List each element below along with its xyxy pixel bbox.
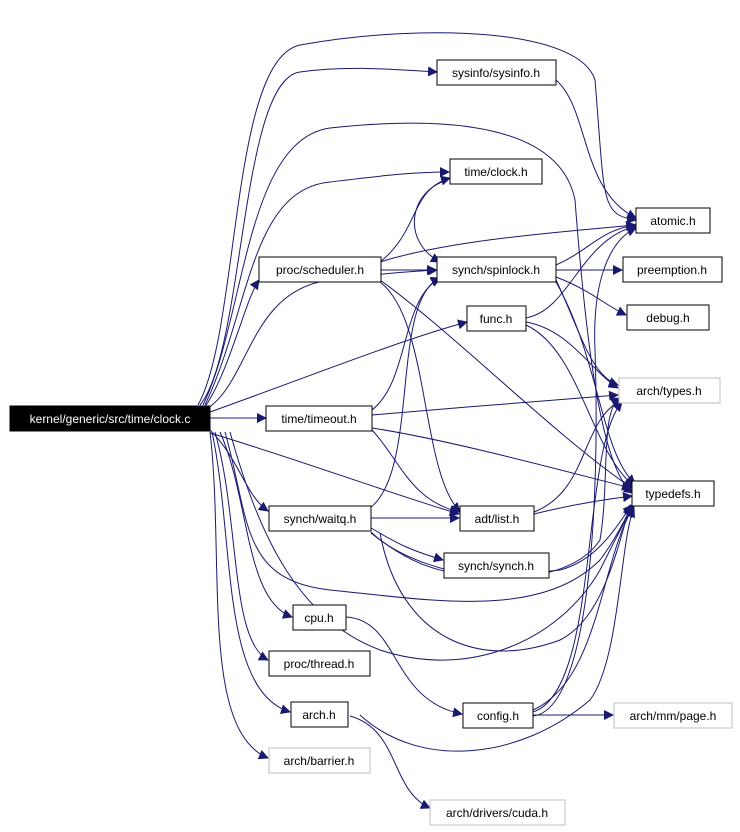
edge-scheduler-timeclock [379, 175, 451, 263]
node-arch-drivers-cuda[interactable]: arch/drivers/cuda.h [429, 799, 566, 826]
edge-list-typedefs [533, 492, 633, 515]
edge-func-atomic [525, 223, 637, 319]
svg-text:cpu.h: cpu.h [304, 611, 333, 625]
edge-root-list [209, 432, 460, 517]
svg-text:proc/scheduler.h: proc/scheduler.h [276, 263, 364, 277]
node-arch[interactable]: arch.h [290, 701, 349, 728]
node-config[interactable]: config.h [462, 702, 534, 729]
node-arch-mm-page[interactable]: arch/mm/page.h [613, 702, 733, 729]
node-preemption[interactable]: preemption.h [622, 256, 723, 283]
node-sysinfo[interactable]: sysinfo/sysinfo.h [436, 59, 557, 86]
edge-timeout-typedefs [371, 427, 632, 491]
edge-config-typedefs [532, 505, 635, 711]
node-proc-scheduler[interactable]: proc/scheduler.h [258, 256, 382, 283]
edge-root-loop-typedefs [224, 431, 633, 602]
edge-root-arch [211, 431, 291, 715]
edges [197, 32, 637, 809]
edge-timeout-types [371, 390, 619, 416]
edge-config-types [532, 401, 623, 713]
edge-waitq-spinlock [369, 277, 441, 509]
edge-config-atomic [532, 227, 637, 717]
edge-root-barrier [209, 431, 269, 760]
edge-func-typedefs [525, 324, 635, 487]
edge-arch-cuda [349, 715, 431, 809]
edge-scheduler-list [379, 281, 461, 513]
node-atomic[interactable]: atomic.h [635, 207, 711, 234]
edge-spinlock-debug [555, 276, 627, 316]
edge-waitq-types [370, 397, 621, 578]
edge-list-types [533, 399, 623, 513]
edge-root-func [209, 319, 468, 413]
svg-text:preemption.h: preemption.h [637, 263, 707, 277]
edge-arch-loop [359, 507, 635, 752]
edge-root-time-clock [204, 167, 450, 406]
node-time-timeout[interactable]: time/timeout.h [265, 405, 373, 432]
edge-spinlock-typedefs [555, 281, 636, 485]
edge-waitq-synch [370, 527, 444, 563]
svg-text:arch/barrier.h: arch/barrier.h [284, 754, 355, 768]
edge-root-cpu [219, 431, 293, 619]
node-adt-list[interactable]: adt/list.h [459, 505, 535, 532]
edge-spinlock-types [555, 279, 619, 387]
edge-scheduler-atomic [379, 220, 636, 263]
edge-scheduler-typedefs [379, 279, 633, 489]
svg-text:atomic.h: atomic.h [650, 214, 695, 228]
edge-sysinfo-atomic [555, 79, 637, 219]
svg-text:func.h: func.h [480, 312, 513, 326]
svg-text:synch/spinlock.h: synch/spinlock.h [452, 263, 540, 277]
nodes: kernel/generic/src/time/clock.c sysinfo/… [9, 59, 733, 826]
node-time-clock[interactable]: time/clock.h [449, 158, 543, 185]
edge-root-config-loop [229, 431, 634, 661]
svg-text:debug.h: debug.h [646, 311, 689, 325]
svg-text:arch/mm/page.h: arch/mm/page.h [630, 709, 717, 723]
node-typedefs[interactable]: typedefs.h [631, 480, 715, 507]
svg-text:synch/waitq.h: synch/waitq.h [284, 512, 357, 526]
edge-timeout-list [371, 429, 460, 515]
edge-cpu-config [345, 616, 463, 718]
edge-root-atomic [197, 32, 637, 406]
node-proc-thread[interactable]: proc/thread.h [268, 650, 371, 677]
svg-text:time/timeout.h: time/timeout.h [281, 412, 356, 426]
edge-root-spinlock [207, 265, 438, 409]
svg-text:kernel/generic/src/time/clock.: kernel/generic/src/time/clock.c [30, 412, 191, 426]
edge-root-thread [214, 431, 269, 661]
edge-root-waitq [209, 429, 269, 512]
svg-text:time/clock.h: time/clock.h [464, 165, 527, 179]
svg-text:arch/drivers/cuda.h: arch/drivers/cuda.h [446, 806, 548, 820]
edge-root-sysinfo [199, 66, 438, 406]
node-synch-synch[interactable]: synch/synch.h [443, 552, 550, 579]
node-cpu[interactable]: cpu.h [292, 604, 347, 631]
edge-func-types [525, 321, 619, 389]
svg-text:arch.h: arch.h [302, 708, 335, 722]
node-synch-spinlock[interactable]: synch/spinlock.h [436, 256, 557, 283]
node-debug[interactable]: debug.h [626, 304, 710, 331]
node-arch-types[interactable]: arch/types.h [618, 377, 721, 404]
svg-text:sysinfo/sysinfo.h: sysinfo/sysinfo.h [452, 66, 540, 80]
node-arch-barrier[interactable]: arch/barrier.h [268, 747, 371, 774]
node-clock-c[interactable]: kernel/generic/src/time/clock.c [9, 405, 211, 432]
svg-text:synch/synch.h: synch/synch.h [458, 559, 534, 573]
svg-text:adt/list.h: adt/list.h [475, 512, 520, 526]
svg-text:config.h: config.h [477, 709, 519, 723]
edge-root-scheduler [204, 279, 260, 408]
svg-text:typedefs.h: typedefs.h [645, 487, 700, 501]
svg-text:arch/types.h: arch/types.h [636, 384, 701, 398]
edge-waitq-loop [379, 504, 633, 652]
node-func[interactable]: func.h [466, 305, 527, 332]
edge-timeclock-spinlock [413, 179, 449, 263]
edge-timeout-spinlock [371, 277, 441, 411]
node-synch-waitq[interactable]: synch/waitq.h [268, 505, 372, 532]
svg-text:proc/thread.h: proc/thread.h [284, 657, 355, 671]
edge-spinlock-atomic [555, 221, 637, 266]
